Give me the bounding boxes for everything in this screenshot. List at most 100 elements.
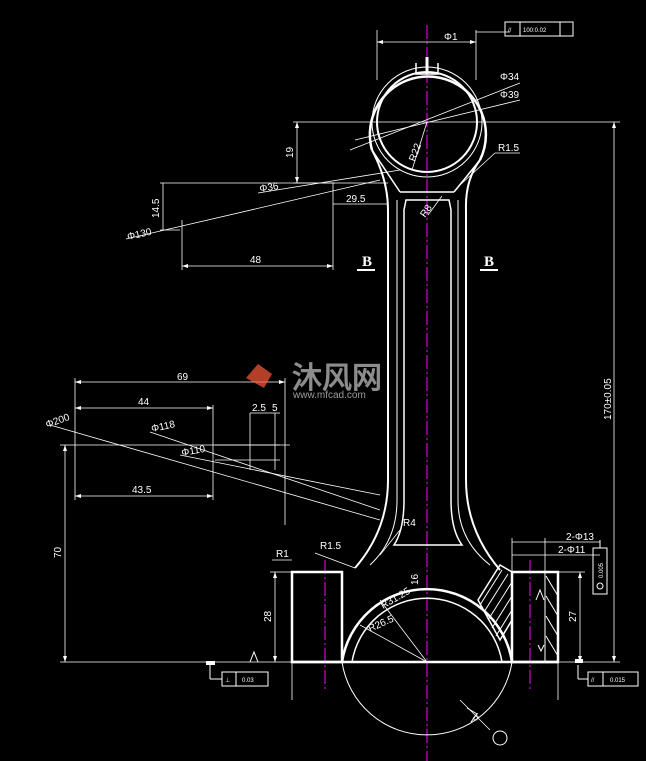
shank-i-beam-recess: [392, 199, 464, 546]
surface-mark-b: b: [470, 712, 482, 724]
dim-5: 5: [272, 403, 278, 414]
tol-right-value: 0.015: [610, 678, 626, 684]
hatch-line: [545, 615, 559, 637]
arrowhead: [207, 494, 213, 498]
dim-44: 44: [138, 397, 150, 408]
leader-r1-5-top: [459, 152, 496, 186]
dim-19: 19: [285, 146, 296, 158]
surface-finish-symbols: [249, 588, 545, 746]
big-end-bore-lower: [341, 661, 513, 736]
watermark-url: www.mfcad.com: [292, 390, 366, 401]
hatch-line: [545, 595, 559, 617]
dim-2-5: 2.5: [252, 403, 266, 414]
dim-phi110: Φ110: [181, 444, 207, 459]
arrowhead: [207, 406, 213, 410]
surface-finish-icon: [535, 588, 545, 601]
fillet-left: [371, 149, 401, 193]
arrowhead: [273, 572, 277, 578]
shank-left-outer: [354, 149, 389, 569]
leader-r1-5-bottom: [314, 552, 356, 569]
dim-48: 48: [250, 255, 262, 266]
dim-r1-5-top: R1.5: [498, 143, 520, 154]
shank-left-inner: [369, 200, 398, 566]
hatch-line: [545, 635, 559, 657]
dim-phi36: Φ36: [259, 181, 280, 195]
arrowhead: [279, 380, 285, 384]
tol-left-value: 0.03: [242, 678, 254, 684]
arrowhead: [612, 122, 616, 128]
hatch-line: [479, 569, 503, 606]
hatch-line: [491, 595, 513, 629]
dim-29-5: 29.5: [346, 194, 366, 205]
tol-right-symbol: //: [591, 678, 595, 684]
dim-27: 27: [568, 610, 579, 622]
leader-phi34: [349, 82, 521, 151]
dimension-lines: [49, 30, 620, 731]
leader-surface-b: [459, 699, 491, 731]
tolerance-frames: [209, 21, 639, 687]
datum-triangle-left-icon: [206, 661, 215, 665]
leader-r31-25: [379, 599, 428, 663]
leader-r22: [411, 121, 428, 171]
hatch-line: [483, 573, 509, 613]
dim-phi118: Φ118: [150, 419, 176, 435]
big-end: [290, 570, 560, 736]
dim-r1: R1: [276, 549, 289, 560]
big-end-bearing: [351, 597, 503, 663]
hatch-line: [545, 575, 559, 597]
surface-finish-icon: [466, 707, 478, 723]
dim-170: 170±0.05: [603, 378, 614, 420]
arrowhead: [75, 494, 81, 498]
dim-70: 70: [53, 546, 64, 558]
fillet-right: [453, 159, 481, 193]
dim-phi1: Φ1: [444, 32, 458, 43]
arrowhead: [295, 122, 299, 128]
big-end-bore-upper: [340, 587, 514, 663]
surface-finish-icon: [249, 650, 259, 663]
tol-left-symbol: ⊥: [225, 677, 230, 684]
dim-2phi11: 2-Φ11: [558, 545, 586, 556]
section-hatch: [477, 563, 559, 657]
leader-r26-5: [359, 624, 428, 663]
arrowhead: [470, 40, 476, 44]
watermark-brand: 沐风网: [292, 362, 382, 395]
arrowheads: [63, 40, 616, 662]
dim-14-5: 14.5: [151, 198, 162, 218]
leader-phi39: [354, 99, 521, 141]
surface-finish-circle-icon: [492, 730, 508, 746]
section-label-right: B: [484, 254, 494, 270]
dim-phi34: Φ34: [500, 72, 520, 83]
dim-16: 16: [410, 573, 421, 585]
tol-top-value: 100:0.02: [523, 28, 547, 34]
dim-28: 28: [263, 610, 274, 622]
watermark: 沐风网 www.mfcad.com: [246, 362, 382, 401]
dim-r1-5-bottom: R1.5: [320, 541, 342, 552]
small-end-outer-contour: [368, 75, 488, 161]
shank-right-inner: [457, 200, 491, 566]
dim-43-5: 43.5: [132, 485, 152, 496]
arrowhead: [578, 572, 582, 578]
watermark-logo-icon: [246, 364, 272, 388]
leader-r4: [379, 529, 401, 556]
shank-right-outer: [464, 159, 501, 571]
arrowhead: [273, 656, 277, 662]
arrowhead: [612, 656, 616, 662]
cylindricity-symbol-icon: [596, 582, 604, 590]
arrowhead: [75, 380, 81, 384]
hatch-line: [495, 609, 513, 637]
dim-2phi13: 2-Φ13: [566, 532, 594, 543]
leader-phi200: [49, 424, 381, 521]
leader-phi130: [125, 179, 381, 240]
shank: [354, 149, 501, 571]
arrowhead: [63, 656, 67, 662]
dim-phi39: Φ39: [500, 90, 520, 101]
dim-r4: R4: [403, 518, 416, 529]
arrowhead: [295, 177, 299, 183]
arrowhead: [182, 264, 188, 268]
arrowhead: [75, 406, 81, 410]
arrowhead: [377, 40, 383, 44]
tolerance-frame-top: [504, 21, 574, 37]
tol-right-vertical-value: 0.005: [599, 562, 605, 578]
